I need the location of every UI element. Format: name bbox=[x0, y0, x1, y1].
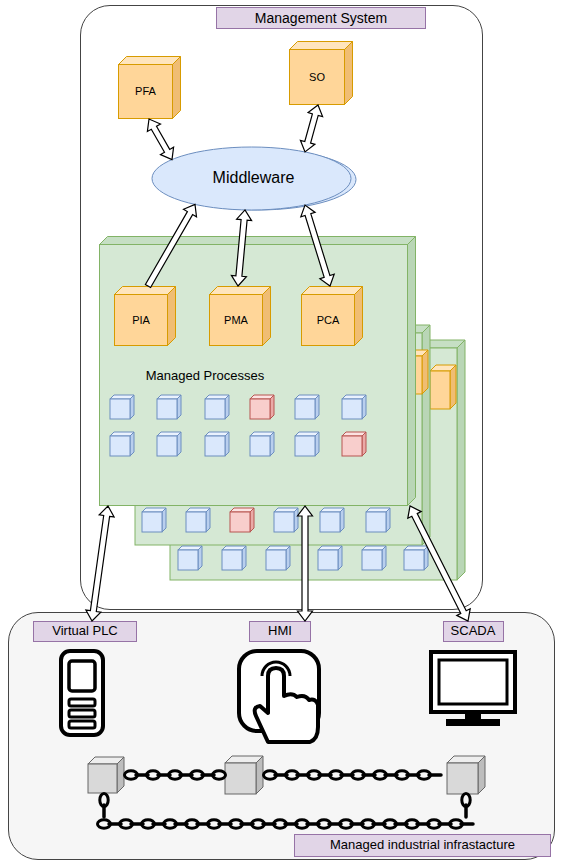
panel-box bbox=[100, 237, 416, 506]
chain-link-v bbox=[100, 794, 108, 818]
connector-arrow bbox=[86, 506, 114, 621]
agent-label: PCA bbox=[317, 314, 340, 327]
cube-face: PFA bbox=[118, 64, 173, 119]
network-device bbox=[447, 756, 485, 794]
panel-title-box: Managed Processes bbox=[142, 366, 269, 386]
chain-link-h bbox=[264, 771, 442, 779]
process-cube bbox=[157, 395, 181, 419]
process-cube bbox=[230, 508, 254, 532]
process-cube bbox=[342, 432, 366, 456]
process-cube bbox=[250, 432, 274, 456]
process-cube bbox=[318, 546, 342, 570]
connector-arrow bbox=[301, 205, 334, 286]
process-cube bbox=[205, 432, 229, 456]
process-cube bbox=[320, 508, 344, 532]
cube-face: PCA bbox=[301, 294, 355, 346]
agent-label: PIA bbox=[132, 314, 150, 327]
agent-cube-body bbox=[119, 57, 181, 119]
tag-label: SCADA bbox=[451, 624, 496, 639]
agent-cube-body bbox=[210, 287, 271, 346]
node-label: Managed Processes bbox=[146, 369, 265, 384]
hmi-touch-icon bbox=[239, 651, 319, 742]
process-cube bbox=[342, 395, 366, 419]
region-heading-box: Managed industrial infrastacture bbox=[294, 834, 551, 857]
agent-cube: PMA bbox=[209, 286, 271, 346]
process-cube bbox=[295, 395, 319, 419]
region-heading-box: Management System bbox=[216, 7, 426, 29]
process-cube bbox=[222, 546, 246, 570]
tag-label: HMI bbox=[268, 624, 292, 639]
agent-cube: SO bbox=[289, 41, 353, 105]
connector-arrow bbox=[300, 105, 322, 152]
component-tag: Virtual PLC bbox=[33, 621, 137, 642]
process-cube bbox=[274, 508, 298, 532]
process-cube bbox=[142, 508, 166, 532]
scada-monitor-icon bbox=[431, 652, 515, 726]
connector-arrow bbox=[408, 506, 470, 621]
connector-arrow bbox=[147, 119, 173, 160]
node-label: Management System bbox=[255, 10, 387, 26]
process-cube bbox=[266, 546, 290, 570]
connector-arrow bbox=[298, 506, 313, 621]
process-cube bbox=[250, 395, 274, 419]
agent-cube: PFA bbox=[118, 56, 181, 119]
agent-cube: PCA bbox=[301, 286, 363, 346]
agent-cube-body bbox=[115, 287, 176, 346]
chain-link-h bbox=[98, 820, 474, 828]
process-cube bbox=[186, 508, 210, 532]
node-label: Middleware bbox=[213, 169, 295, 187]
agent-label: SO bbox=[309, 71, 325, 84]
process-cube bbox=[404, 546, 428, 570]
process-cube bbox=[362, 546, 386, 570]
component-tag: HMI bbox=[249, 621, 311, 642]
process-cube bbox=[110, 395, 134, 419]
chain-link-h bbox=[125, 771, 226, 779]
process-cube bbox=[205, 395, 229, 419]
component-tag: SCADA bbox=[443, 621, 504, 642]
connector-arrow bbox=[231, 210, 251, 286]
agent-cube-body bbox=[302, 287, 363, 346]
network-device bbox=[225, 756, 263, 794]
chain-link-v bbox=[462, 794, 470, 818]
process-cube bbox=[110, 432, 134, 456]
cube-face: SO bbox=[289, 49, 345, 105]
agent-cube-body bbox=[290, 42, 353, 105]
process-panel: Managed Processes PIA PMA PCA bbox=[99, 236, 416, 506]
connector-arrow bbox=[145, 204, 196, 287]
cube-face: PMA bbox=[209, 294, 263, 346]
agent-cube: PIA bbox=[114, 286, 176, 346]
process-cube bbox=[178, 546, 202, 570]
tag-label: Virtual PLC bbox=[52, 624, 118, 639]
management-region: Management SystemPFA SO MiddlewareManaged … bbox=[80, 5, 483, 610]
agent-cube-partial bbox=[430, 365, 456, 409]
process-cube bbox=[295, 432, 319, 456]
process-cube bbox=[366, 508, 390, 532]
cube-face: PIA bbox=[114, 294, 168, 346]
agent-label: PFA bbox=[135, 85, 156, 98]
process-cube bbox=[157, 432, 181, 456]
virtual-plc-icon bbox=[61, 651, 103, 735]
middleware-ellipse: Middleware bbox=[151, 146, 356, 211]
network-device bbox=[88, 757, 124, 793]
node-label: Managed industrial infrastacture bbox=[330, 838, 515, 853]
agent-label: PMA bbox=[224, 314, 248, 327]
